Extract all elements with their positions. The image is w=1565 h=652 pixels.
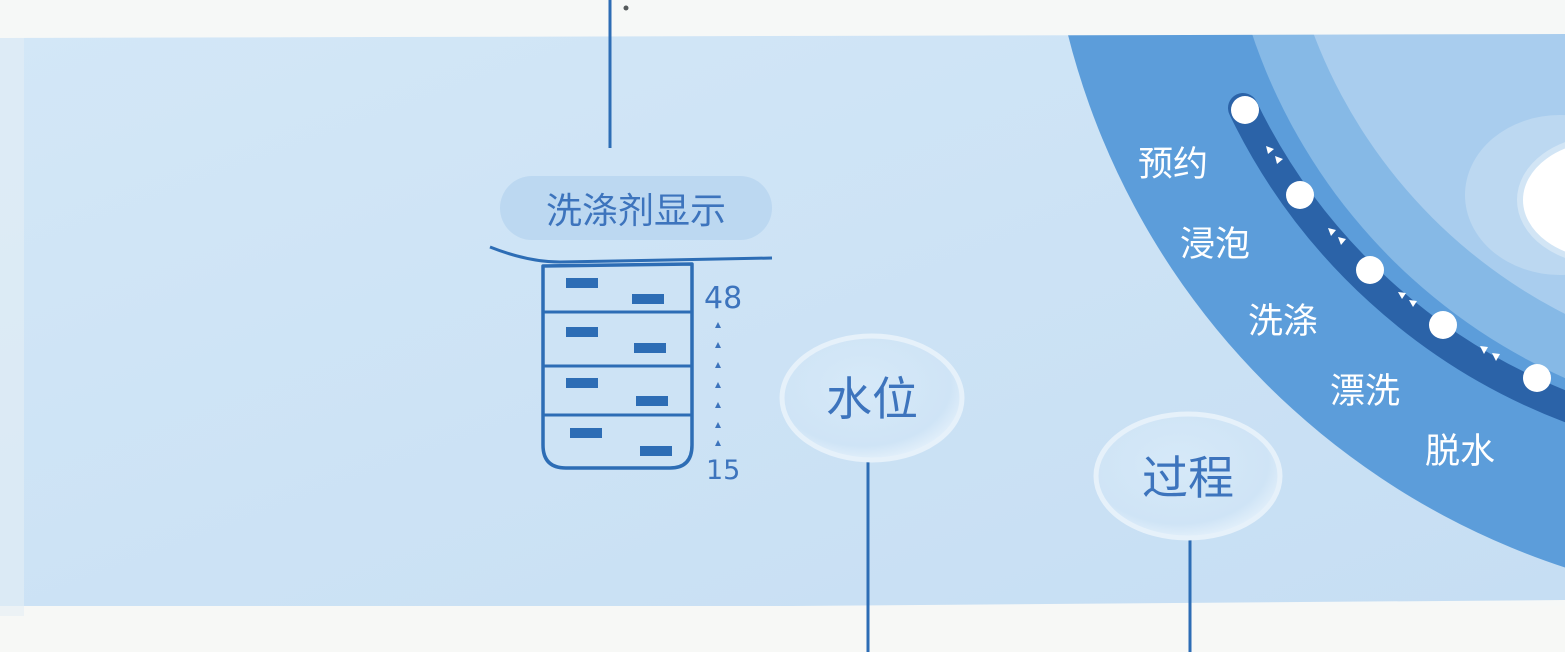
detergent-label-pill <box>500 176 772 240</box>
step-indicator-reservation <box>1231 96 1259 124</box>
detergent-scale-ticks <box>715 322 721 446</box>
detergent-segment <box>634 343 666 353</box>
step-indicator-wash <box>1356 256 1384 284</box>
water-level-button-label: 水位 <box>826 372 918 426</box>
step-label-reservation: 预约 <box>1138 145 1208 185</box>
dial-knob[interactable] <box>1517 138 1565 262</box>
detergent-label-underline <box>489 245 773 264</box>
step-label-soak: 浸泡 <box>1180 225 1250 265</box>
detergent-segment <box>566 378 598 388</box>
step-indicator-spin <box>1523 364 1551 392</box>
detergent-segment <box>632 294 664 304</box>
detergent-scale-max: 48 <box>704 281 742 316</box>
step-label-wash: 洗涤 <box>1248 302 1318 342</box>
detergent-scale-min: 15 <box>706 455 740 486</box>
process-button-label: 过程 <box>1142 451 1234 505</box>
detergent-segment <box>640 446 672 456</box>
step-indicator-soak <box>1286 181 1314 209</box>
step-arrow-4-icon <box>1480 346 1500 361</box>
water-level-button[interactable]: 水位 <box>779 333 965 463</box>
water-level-button-shape[interactable] <box>779 333 965 463</box>
process-button[interactable]: 过程 <box>1093 411 1283 541</box>
detergent-segment <box>636 396 668 406</box>
process-arc: 预约 浸泡 洗涤 漂洗 脱水 <box>1060 0 1565 568</box>
detergent-label: 洗涤剂显示 <box>546 191 726 232</box>
panel-top-margin <box>0 0 1565 38</box>
detergent-segment <box>566 278 598 288</box>
speck <box>623 5 629 11</box>
detergent-display: 洗涤剂显示 48 15 <box>489 176 773 486</box>
detergent-segment <box>566 327 598 337</box>
panel-bottom-margin <box>0 606 1565 652</box>
step-label-spin: 脱水 <box>1425 432 1495 472</box>
step-indicator-rinse <box>1429 311 1457 339</box>
step-arrow-1-icon <box>1266 146 1283 164</box>
step-arrow-3-icon <box>1398 292 1417 307</box>
detergent-segment <box>570 428 602 438</box>
panel-left-margin <box>0 36 24 616</box>
step-arrow-2-icon <box>1328 228 1346 245</box>
detergent-bucket-icon <box>541 262 694 470</box>
process-button-shape[interactable] <box>1093 411 1283 541</box>
step-label-rinse: 漂洗 <box>1330 372 1400 412</box>
process-track <box>1228 93 1565 423</box>
